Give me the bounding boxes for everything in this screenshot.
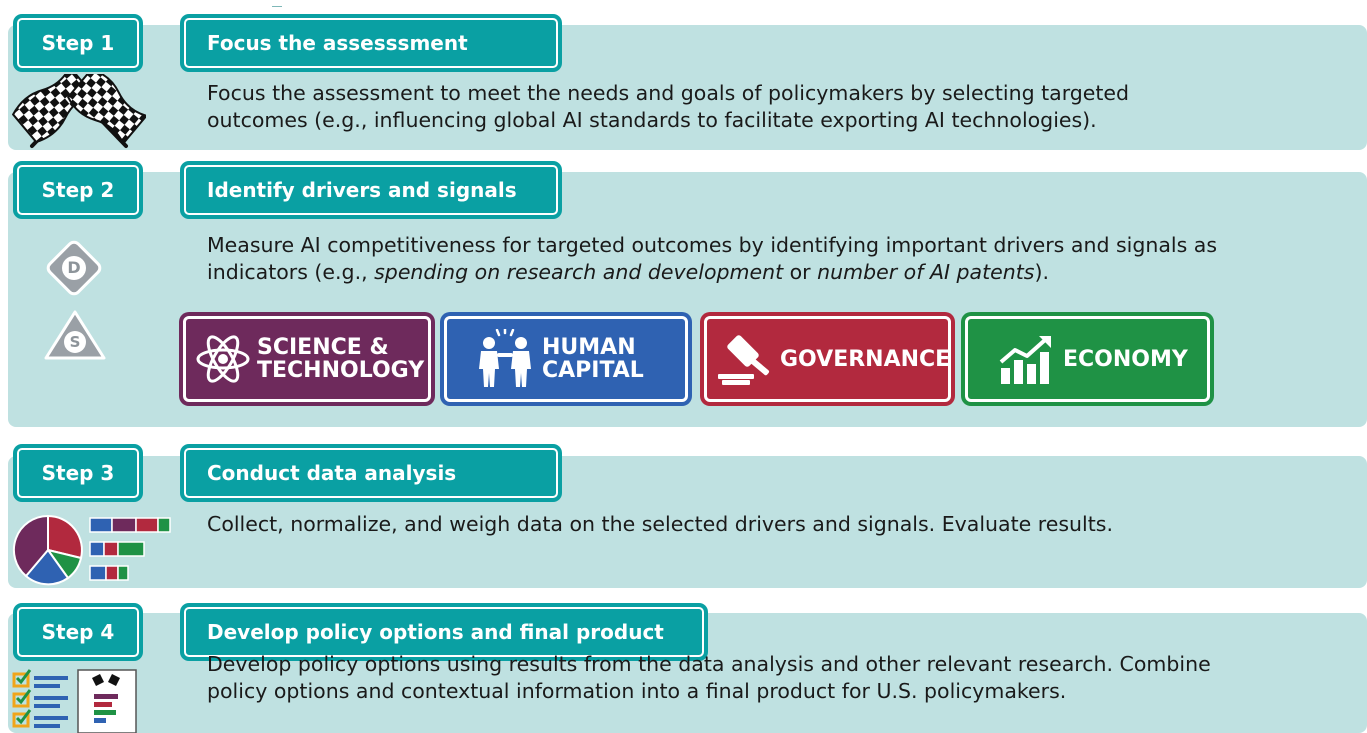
desc-text: indicators (e.g.,	[207, 260, 375, 284]
atom-icon	[193, 331, 253, 387]
step-1-label-text: Step 1	[41, 31, 115, 55]
category-human-capital: HUMAN CAPITAL	[440, 312, 692, 406]
category-governance: GOVERNANCE	[700, 312, 955, 406]
gavel-icon	[714, 330, 778, 388]
signal-badge-letter: S	[69, 333, 81, 351]
people-icon	[470, 329, 540, 389]
category-label-line-1: ECONOMY	[1063, 346, 1188, 372]
category-label: GOVERNANCE	[780, 348, 950, 371]
step-4-label: Step 4	[14, 604, 142, 660]
top-tick-mark	[272, 6, 282, 7]
category-label: ECONOMY	[1063, 348, 1188, 371]
step-4-label-text: Step 4	[41, 620, 115, 644]
checklist-and-report-icon	[12, 669, 137, 733]
step-4-title: Develop policy options and final product	[181, 604, 707, 660]
step-4-description-line-2: policy options and contextual informatio…	[207, 679, 1067, 703]
driver-badge-letter: D	[67, 258, 81, 277]
category-label: SCIENCE & TECHNOLOGY	[257, 336, 424, 382]
step-4-description-line-1: Develop policy options using results fro…	[207, 652, 1211, 676]
step-1-title-text: Focus the assesssment	[207, 31, 468, 55]
step-1-title: Focus the assesssment	[181, 15, 561, 71]
category-label-line-1: SCIENCE &	[257, 335, 389, 360]
category-label: HUMAN CAPITAL	[542, 336, 644, 382]
step-2-label-text: Step 2	[41, 178, 115, 202]
driver-diamond-icon	[46, 240, 102, 296]
desc-italic-text: number of AI patents	[817, 260, 1035, 284]
step-2-title: Identify drivers and signals	[181, 162, 561, 218]
category-label-line-1: HUMAN	[542, 335, 636, 360]
category-economy: ECONOMY	[961, 312, 1214, 406]
category-science-technology: SCIENCE & TECHNOLOGY	[179, 312, 435, 406]
step-3-label: Step 3	[14, 445, 142, 501]
growth-chart-icon	[995, 334, 1055, 384]
desc-italic-text: spending on research and development	[374, 260, 784, 284]
signal-triangle-icon	[44, 310, 106, 360]
category-label-line-2: TECHNOLOGY	[257, 358, 425, 383]
category-label-line-1: GOVERNANCE	[780, 346, 951, 372]
desc-text: or	[783, 260, 818, 284]
step-3-title: Conduct data analysis	[181, 445, 561, 501]
step-2-label: Step 2	[14, 162, 142, 218]
step-3-title-text: Conduct data analysis	[207, 461, 457, 485]
checkered-flags-icon	[12, 74, 146, 148]
step-1-description-line-1: Focus the assessment to meet the needs a…	[207, 81, 1130, 105]
category-label-line-2: CAPITAL	[542, 358, 644, 383]
step-4-title-text: Develop policy options and final product	[207, 620, 664, 644]
pie-and-bar-chart-icon	[12, 514, 171, 586]
desc-text: ).	[1034, 260, 1049, 284]
step-2-description-line-2: indicators (e.g., spending on research a…	[207, 259, 1049, 286]
step-2-title-text: Identify drivers and signals	[207, 178, 517, 202]
step-1-description-line-2: outcomes (e.g., influencing global AI st…	[207, 108, 1097, 132]
step-3-label-text: Step 3	[41, 461, 115, 485]
step-1-label: Step 1	[14, 15, 142, 71]
step-3-description-line-1: Collect, normalize, and weigh data on th…	[207, 512, 1113, 536]
step-2-description-line-1: Measure AI competitiveness for targeted …	[207, 233, 1218, 257]
